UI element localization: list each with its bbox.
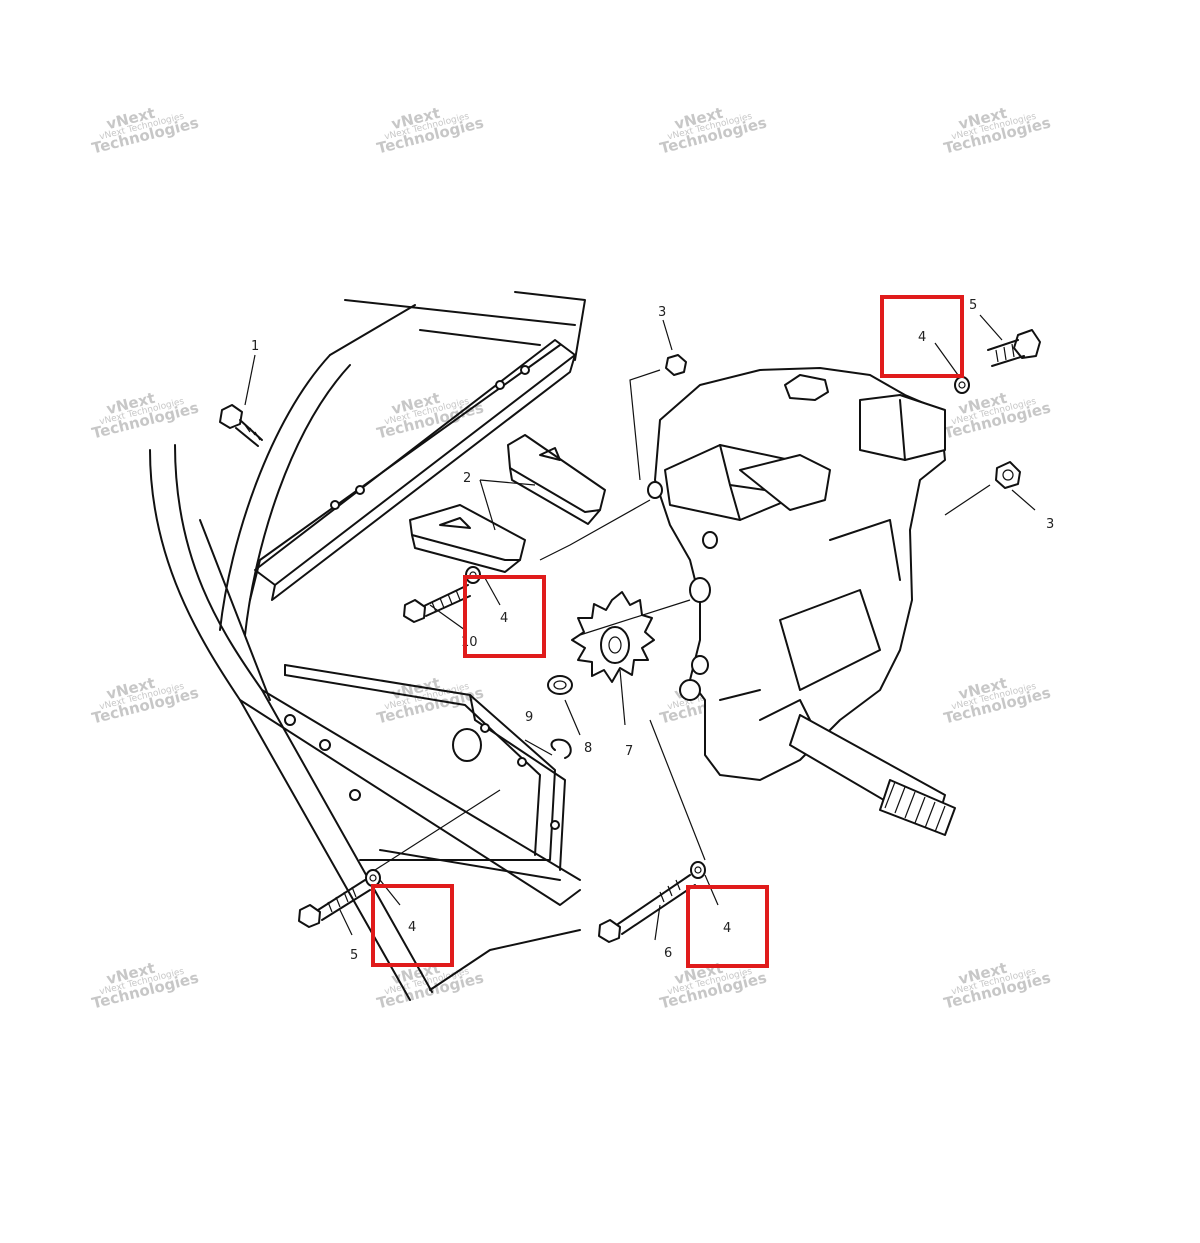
sprocket-7 xyxy=(571,591,655,683)
engine-mount-bracket-upper xyxy=(507,434,606,525)
bolt-10 xyxy=(403,584,471,623)
callout-4-bottom-left: 4 xyxy=(408,920,416,935)
washer-8 xyxy=(547,675,573,695)
callout-6: 6 xyxy=(664,946,672,961)
nut-3-right xyxy=(995,461,1021,489)
callout-2: 2 xyxy=(463,471,471,486)
watermark: vNext Technologies vNext Technologies xyxy=(375,104,486,158)
watermark: vNext Technologies vNext Technologies xyxy=(942,959,1053,1013)
bolt-5-bottom xyxy=(298,879,371,928)
highlight-box-mid xyxy=(463,575,546,658)
bolt-6 xyxy=(598,874,696,943)
watermark: vNext Technologies vNext Technologies xyxy=(375,674,486,728)
highlight-boxes xyxy=(371,295,964,968)
callout-9: 9 xyxy=(525,710,533,725)
callout-3-right: 3 xyxy=(1046,517,1054,532)
callout-5-bottom: 5 xyxy=(350,948,358,963)
engine-mount-bracket-lower xyxy=(409,504,526,573)
bolt-1 xyxy=(219,404,263,447)
watermark: vNext Technologies vNext Technologies xyxy=(90,674,201,728)
clip-9 xyxy=(550,738,572,759)
watermark: vNext Technologies vNext Technologies xyxy=(942,674,1053,728)
washer-4-bottom-right xyxy=(690,861,706,879)
washer-4-top xyxy=(954,376,970,394)
nut-3-top xyxy=(665,354,687,376)
watermark: vNext Technologies vNext Technologies xyxy=(658,104,769,158)
callout-7: 7 xyxy=(625,744,633,759)
callout-3-top: 3 xyxy=(658,305,666,320)
vehicle-frame xyxy=(149,291,586,1001)
callout-8: 8 xyxy=(584,741,592,756)
transmission-housing xyxy=(647,367,956,836)
highlight-box-bottom-right xyxy=(686,885,769,968)
callout-1: 1 xyxy=(251,339,259,354)
callout-4-top: 4 xyxy=(918,330,926,345)
watermark: vNext Technologies vNext Technologies xyxy=(375,389,486,443)
watermark: vNext Technologies vNext Technologies xyxy=(942,389,1053,443)
watermark: vNext Technologies vNext Technologies xyxy=(90,389,201,443)
watermark: vNext Technologies vNext Technologies xyxy=(90,104,201,158)
callout-5-top: 5 xyxy=(969,298,977,313)
watermark: vNext Technologies vNext Technologies xyxy=(90,959,201,1013)
washer-4-bottom-left xyxy=(365,869,381,887)
bolt-5-top xyxy=(987,329,1041,367)
leader-lines xyxy=(244,314,1036,941)
callout-4-mid: 4 xyxy=(500,611,508,626)
watermark: vNext Technologies vNext Technologies xyxy=(942,104,1053,158)
callout-4-bottom-right: 4 xyxy=(723,921,731,936)
highlight-box-bottom-left xyxy=(371,884,454,967)
callouts: 1 2 3 3 4 4 4 4 5 5 6 7 8 9 10 xyxy=(251,298,1054,963)
highlight-box-top xyxy=(880,295,964,378)
